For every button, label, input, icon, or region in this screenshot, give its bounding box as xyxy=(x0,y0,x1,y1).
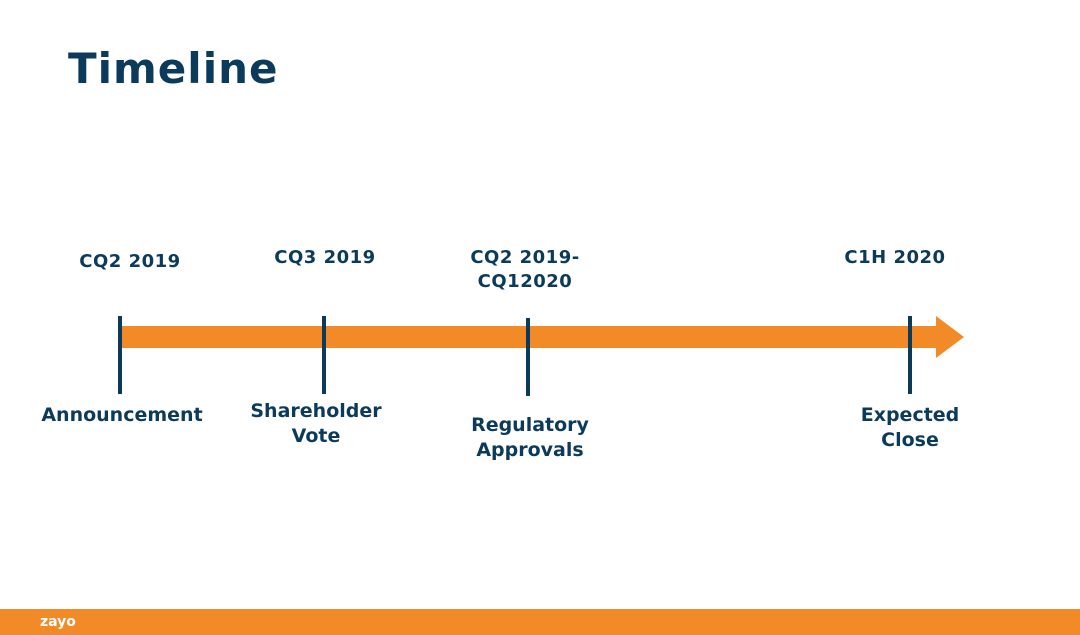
milestone-event-announcement: Announcement xyxy=(41,404,203,426)
milestone-tick-expected-close xyxy=(908,316,912,394)
milestone-tick-shareholder-vote xyxy=(322,316,326,394)
slide-title: Timeline xyxy=(68,44,279,93)
footer-bar: zayo xyxy=(0,609,1080,635)
zayo-logo: zayo xyxy=(40,614,76,630)
milestone-date-announcement: CQ2 2019 xyxy=(79,251,181,272)
milestone-date-shareholder-vote: CQ3 2019 xyxy=(274,247,376,268)
milestone-date-expected-close: C1H 2020 xyxy=(844,247,946,268)
timeline-arrow-head xyxy=(936,316,964,358)
milestone-date-regulatory-approvals: CQ2 2019-CQ12020 xyxy=(470,247,580,292)
milestone-tick-announcement xyxy=(118,316,122,394)
milestone-tick-regulatory-approvals xyxy=(526,318,530,396)
